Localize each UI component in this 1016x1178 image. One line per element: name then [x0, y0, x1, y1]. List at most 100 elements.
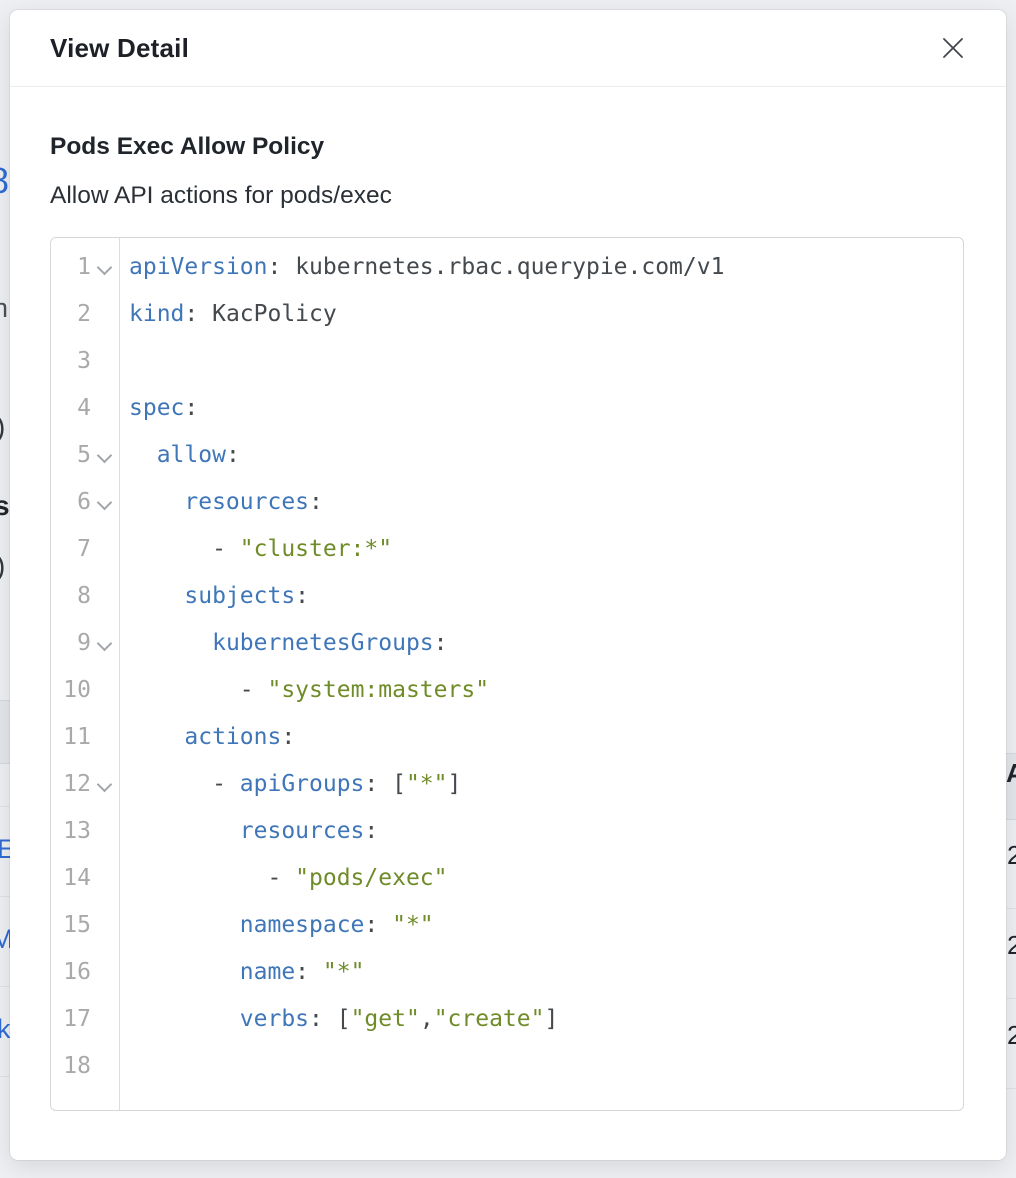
fold-toggle-icon[interactable] [96, 635, 113, 652]
line-number: 2 [77, 301, 91, 327]
bg-row-divider [1006, 1088, 1016, 1089]
line-number: 1 [77, 254, 91, 280]
editor-line: 8 subjects: [51, 573, 963, 620]
bg-row-divider [0, 896, 10, 897]
gutter-cell: 17 [51, 996, 119, 1043]
modal-body: Pods Exec Allow Policy Allow API actions… [10, 133, 1006, 1111]
code-line: verbs: ["get","create"] [239, 1006, 559, 1032]
editor-line: 11 actions: [51, 714, 963, 761]
gutter-cell: 8 [51, 573, 119, 620]
bg-row-divider [0, 806, 10, 807]
bg-row-divider [1006, 998, 1016, 999]
editor-lines: 1 apiVersion: kubernetes.rbac.querypie.co… [51, 238, 963, 1090]
code-line: - apiGroups: ["*"] [129, 771, 462, 797]
code-line: spec: [129, 395, 199, 421]
gutter-cell: 16 [51, 949, 119, 996]
gutter-cell: 6 [51, 479, 119, 526]
editor-line: 10 - "system:masters" [51, 667, 963, 714]
line-number: 9 [77, 630, 91, 656]
line-number: 11 [63, 724, 91, 750]
gutter-cell: 9 [51, 620, 119, 667]
bg-text-fragment: 2 [1007, 840, 1016, 870]
code-line: apiVersion: kubernetes.rbac.querypie.com… [129, 254, 725, 280]
line-number: 15 [63, 912, 91, 938]
gutter-cell: 4 [51, 385, 119, 432]
code-line [119, 1043, 129, 1090]
modal-title: View Detail [50, 32, 190, 63]
line-number: 3 [77, 348, 91, 374]
code-line: actions: [184, 724, 296, 750]
close-icon [938, 33, 968, 66]
gutter-cell: 11 [51, 714, 119, 761]
bg-text-fragment: k [0, 1014, 11, 1044]
bg-text-fragment: A [1006, 758, 1016, 788]
editor-gutter [51, 238, 120, 1110]
line-number: 14 [63, 865, 91, 891]
close-button[interactable] [936, 32, 970, 66]
gutter-cell: 5 [51, 432, 119, 479]
fold-toggle-icon[interactable] [96, 494, 113, 511]
bg-text-fragment: 2 [1007, 930, 1016, 960]
code-line: allow: [156, 442, 240, 468]
editor-line: 7 - "cluster:*" [51, 526, 963, 573]
editor-line: 16 name: "*" [51, 949, 963, 996]
line-number: 4 [77, 395, 91, 421]
bg-row-divider [0, 1076, 10, 1077]
fold-toggle-icon[interactable] [96, 259, 113, 276]
bg-text-fragment: n [0, 293, 9, 323]
gutter-cell: 3 [51, 338, 119, 385]
bg-text-fragment: 2 [1007, 1020, 1016, 1050]
bg-text-fragment: ) [0, 552, 5, 580]
bg-row-divider [0, 986, 10, 987]
editor-line: 9 kubernetesGroups: [51, 620, 963, 667]
bg-text-fragment: s [0, 490, 10, 521]
editor-line: 1 apiVersion: kubernetes.rbac.querypie.co… [51, 244, 963, 291]
fold-toggle-icon[interactable] [96, 776, 113, 793]
editor-line: 17 verbs: ["get","create"] [51, 996, 963, 1043]
gutter-cell: 14 [51, 855, 119, 902]
gutter-cell: 15 [51, 902, 119, 949]
code-line: name: "*" [239, 959, 365, 985]
gutter-cell: 18 [51, 1043, 119, 1090]
fold-toggle-icon[interactable] [96, 447, 113, 464]
editor-line: 18 [51, 1043, 963, 1090]
editor-line: 5 allow: [51, 432, 963, 479]
code-line: namespace: "*" [239, 912, 434, 938]
policy-description: Allow API actions for pods/exec [50, 182, 392, 209]
line-number: 7 [77, 536, 91, 562]
gutter-cell: 1 [51, 244, 119, 291]
line-number: 13 [63, 818, 91, 844]
bg-table-header-band [0, 700, 10, 764]
editor-line: 12 - apiGroups: ["*"] [51, 761, 963, 808]
line-number: 6 [77, 489, 91, 515]
gutter-cell: 13 [51, 808, 119, 855]
line-number: 10 [63, 677, 91, 703]
code-line: - "system:masters" [129, 677, 490, 703]
bg-text-fragment: 8 [0, 163, 9, 199]
line-number: 16 [63, 959, 91, 985]
editor-line: 6 resources: [51, 479, 963, 526]
editor-line: 13 resources: [51, 808, 963, 855]
editor-line: 3 [51, 338, 963, 385]
line-number: 12 [63, 771, 91, 797]
gutter-cell: 2 [51, 291, 119, 338]
editor-line: 15 namespace: "*" [51, 902, 963, 949]
gutter-cell: 12 [51, 761, 119, 808]
code-line: resources: [239, 818, 379, 844]
view-detail-modal: View Detail Pods Exec Allow Policy Allow… [10, 10, 1006, 1160]
gutter-cell: 7 [51, 526, 119, 573]
policy-name: Pods Exec Allow Policy [50, 133, 325, 160]
yaml-code-editor[interactable]: 1 apiVersion: kubernetes.rbac.querypie.co… [50, 237, 964, 1111]
code-line: - "pods/exec" [129, 865, 448, 891]
modal-header: View Detail [10, 10, 1006, 87]
bg-table-header-band [1006, 753, 1016, 820]
code-line: resources: [184, 489, 323, 515]
editor-line: 14 - "pods/exec" [51, 855, 963, 902]
editor-line: 4 spec: [51, 385, 963, 432]
code-line: subjects: [184, 583, 310, 609]
line-number: 18 [63, 1053, 91, 1079]
code-line [119, 338, 129, 385]
